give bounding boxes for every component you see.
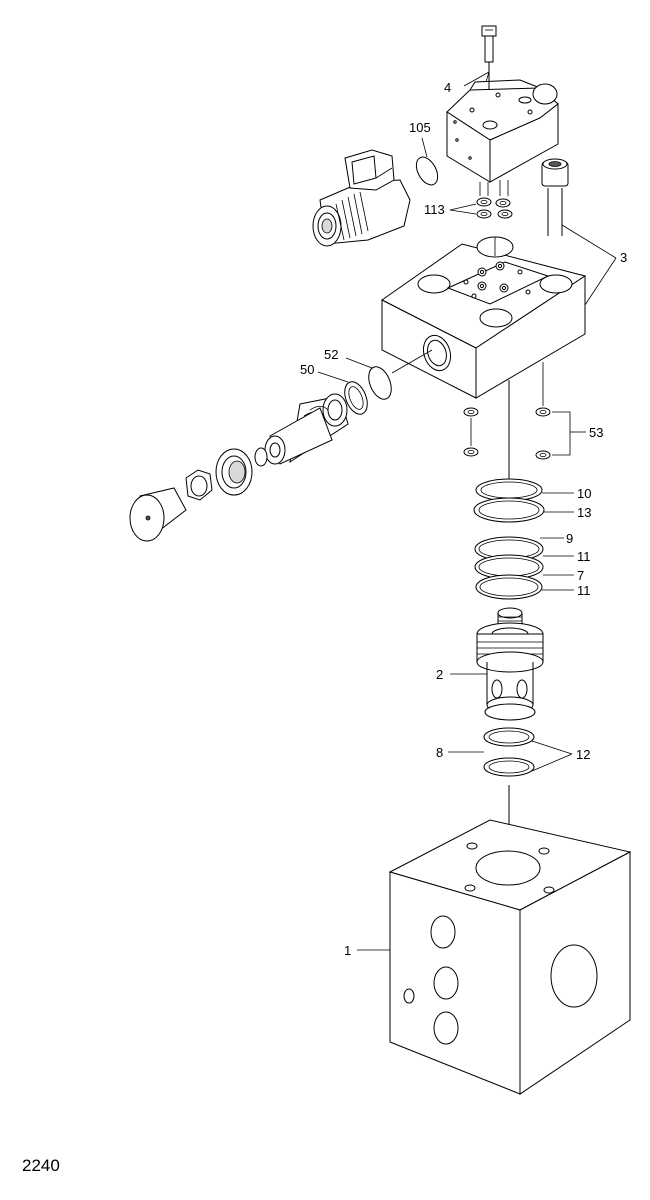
end-cap	[129, 487, 187, 542]
callout-3: 3	[620, 250, 627, 265]
callout-11-lower: 11	[577, 583, 591, 598]
callout-11-upper: 11	[577, 549, 591, 564]
nut-and-washer	[185, 448, 253, 501]
callout-7: 7	[577, 568, 584, 583]
callout-9: 9	[566, 531, 573, 546]
o-ring-52	[368, 366, 392, 400]
callout-labels: 4 105 113 3 52 50 53 10 13 9 11 7 11 2 8…	[300, 80, 627, 958]
cartridge-assembly-left	[254, 393, 349, 467]
o-ring-50	[344, 381, 368, 415]
long-cap-screw	[541, 158, 569, 236]
callout-1: 1	[344, 943, 351, 958]
callout-13: 13	[577, 505, 591, 520]
callout-2: 2	[436, 667, 443, 682]
figure-number: 2240	[22, 1156, 60, 1175]
washers-53	[463, 362, 551, 460]
callout-113: 113	[424, 202, 445, 217]
callout-105: 105	[409, 120, 431, 135]
manifold-block	[381, 236, 587, 399]
seal-rings-lower	[483, 727, 535, 777]
solenoid-valve-body	[446, 79, 559, 183]
main-valve-block	[388, 819, 632, 1095]
washers-113	[476, 180, 513, 219]
seal-ring-stack	[473, 478, 545, 600]
solenoid-coil-connector	[312, 149, 411, 247]
callout-53: 53	[589, 425, 603, 440]
callout-10: 10	[577, 486, 591, 501]
leader-lines	[317, 71, 617, 951]
callout-4: 4	[444, 80, 451, 95]
o-ring-105	[415, 156, 439, 186]
callout-12: 12	[576, 747, 590, 762]
callout-8: 8	[436, 745, 443, 760]
callout-50: 50	[300, 362, 314, 377]
callout-52: 52	[324, 347, 338, 362]
cartridge-valve	[476, 607, 544, 721]
